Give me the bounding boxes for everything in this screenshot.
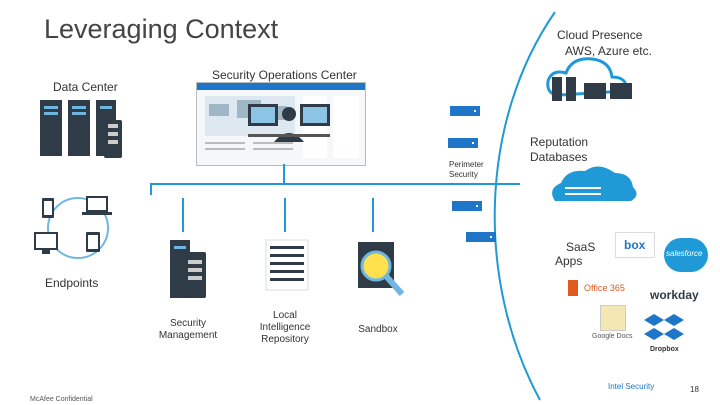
- reputation-cloud-icon: [552, 166, 637, 201]
- intel-security-logo: Intel Security: [608, 382, 655, 391]
- data-center-label: Data Center: [53, 80, 118, 94]
- confidential-footer: McAfee Confidential: [30, 396, 93, 403]
- endpoints-label: Endpoints: [45, 276, 99, 290]
- dropbox-logo: Dropbox: [644, 310, 684, 356]
- perimeter-label-2: Security: [449, 170, 478, 179]
- perimeter-node-3: [452, 201, 482, 211]
- intelligence-repository-icon: [265, 239, 309, 291]
- bus-drop-lir: [284, 198, 286, 232]
- lir-label-2: Intelligence: [259, 322, 311, 333]
- reputation-label-1: Reputation: [530, 135, 589, 149]
- lir-label-3: Repository: [261, 334, 309, 345]
- sandbox-icon: [358, 242, 405, 296]
- perimeter-label-1: Perimeter: [449, 160, 484, 169]
- perimeter-node-2: [448, 138, 478, 148]
- perimeter-node-1: [450, 106, 480, 116]
- google-docs-logo: Google Docs: [590, 305, 638, 345]
- security-mgmt-label-1: Security: [169, 318, 207, 329]
- cloud-providers-label: AWS, Azure etc.: [565, 44, 652, 58]
- saas-label-2: Apps: [555, 254, 583, 268]
- reputation-label-2: Databases: [530, 150, 588, 164]
- perimeter-node-4: [466, 232, 496, 242]
- workday-logo: workday: [650, 288, 699, 302]
- security-management-icon: [170, 240, 206, 298]
- cloud-presence-icon: [546, 57, 632, 101]
- bus-drop-sandbox: [372, 198, 374, 232]
- bus-drop-security-mgmt: [182, 198, 184, 232]
- salesforce-logo: salesforce: [664, 238, 708, 272]
- soc-label: Security Operations Center: [212, 68, 357, 82]
- soc-operators-icon: [248, 104, 330, 142]
- saas-label-1: SaaS: [566, 240, 596, 254]
- box-logo: box: [615, 232, 655, 258]
- page-number: 18: [690, 385, 699, 394]
- security-mgmt-label-2: Management: [158, 330, 218, 341]
- network-bus: [150, 183, 520, 185]
- bus-drop-endpoints: [150, 183, 152, 195]
- bus-drop-soc: [283, 164, 285, 184]
- cloud-presence-label: Cloud Presence: [557, 28, 643, 42]
- slide-title: Leveraging Context: [44, 14, 279, 44]
- lir-label-1: Local: [273, 310, 297, 321]
- office365-logo: Office 365: [568, 280, 636, 300]
- endpoints-devices-icon: [34, 196, 112, 259]
- sandbox-label: Sandbox: [358, 324, 398, 335]
